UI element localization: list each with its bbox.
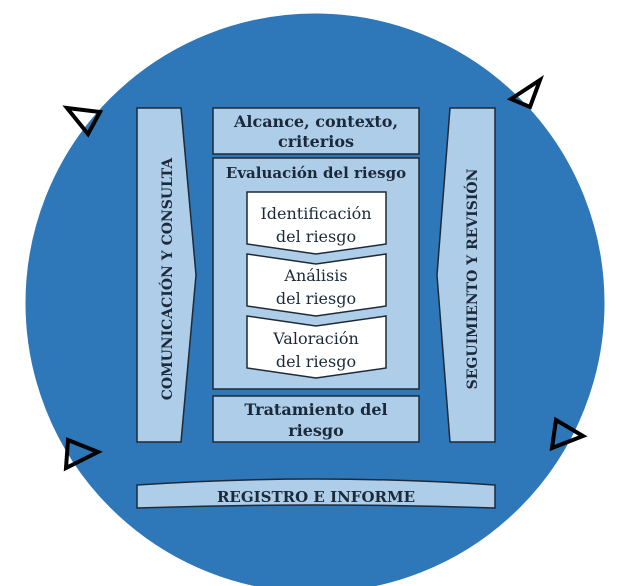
treatment-box (212, 395, 420, 443)
scope-label-line1: Alcance, contexto, (233, 112, 398, 131)
recording-bar (136, 478, 496, 509)
analysis-step (246, 253, 387, 317)
monitoring-label: SEGUIMIENTO Y REVISIÓN (463, 168, 481, 389)
recording-label: REGISTRO E INFORME (217, 488, 415, 506)
scope-label-line2: criterios (278, 132, 354, 151)
evaluation-line2: del riesgo (276, 352, 356, 371)
evaluation-line1: Valoración (272, 329, 359, 348)
treatment-line2: riesgo (288, 421, 344, 440)
cycle-arrow-bottom-left-icon (63, 437, 103, 472)
scope-box (212, 107, 420, 155)
treatment-line1: Tratamiento del (244, 400, 387, 419)
cycle-arrow-top-left-icon (62, 105, 104, 138)
communication-column (136, 107, 197, 443)
identification-step (246, 191, 387, 255)
analysis-line1: Análisis (283, 266, 347, 285)
analysis-line2: del riesgo (276, 289, 356, 308)
monitoring-column (436, 107, 496, 443)
identification-line1: Identificación (260, 204, 371, 223)
evaluation-step (246, 315, 387, 379)
identification-line2: del riesgo (276, 227, 356, 246)
communication-label: COMUNICACIÓN Y CONSULTA (158, 157, 176, 401)
assessment-title: Evaluación del riesgo (226, 164, 406, 182)
cycle-arrow-top-right-icon (506, 74, 544, 110)
cycle-arrow-bottom-right-icon (549, 416, 588, 452)
